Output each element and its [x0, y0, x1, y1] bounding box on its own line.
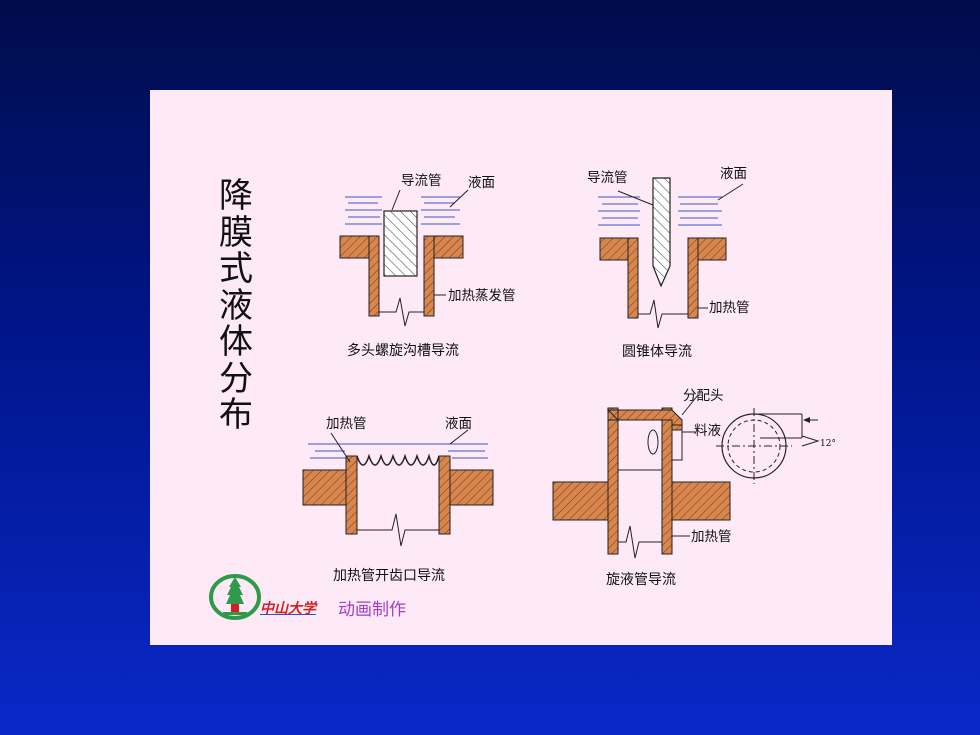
- spiral-groove-insert: [383, 210, 418, 277]
- cone-heating-tube-label: 加热管: [709, 300, 750, 316]
- tube-wall-left: [345, 455, 358, 535]
- notch-caption: 加热管开齿口导流: [333, 568, 445, 584]
- tube-sheet-right: [667, 481, 731, 521]
- notch-diagram: 加热管 液面 加热管开齿口导流: [302, 416, 494, 584]
- groove-heating-tube-label: 加热蒸发管: [448, 288, 516, 304]
- tube-wall-right: [661, 407, 673, 555]
- tube-sheet-left: [552, 481, 609, 521]
- distributor-head: [606, 409, 683, 431]
- swirl-distributor-label: 分配头: [683, 388, 724, 404]
- break-line: [638, 299, 688, 329]
- tube-wall-left: [368, 235, 380, 317]
- swirl-caption: 旋液管导流: [606, 572, 676, 588]
- groove-liquid-level-label: 液面: [468, 175, 495, 191]
- tube-wall-left: [627, 237, 639, 319]
- groove-caption: 多头螺旋沟槽导流: [347, 342, 459, 359]
- tube-wall-right: [423, 235, 435, 317]
- tube-wall-right: [438, 455, 451, 535]
- swirl-heating-tube-label: 加热管: [691, 529, 732, 545]
- slide-panel: 降 膜 式 液 体 分 布: [150, 90, 892, 645]
- tube-sheet-left: [302, 469, 349, 506]
- swirl-feed-label: 料液: [694, 423, 722, 439]
- break-line: [618, 525, 662, 559]
- cone-guide-tube-label: 导流管: [587, 170, 628, 186]
- notch-heating-tube-label: 加热管: [326, 416, 367, 432]
- notched-tube-rim: [356, 453, 440, 466]
- break-line: [357, 513, 439, 547]
- title-char: 体: [219, 322, 253, 362]
- tube-wall-left: [607, 407, 619, 555]
- university-logo: [209, 574, 261, 620]
- slide-title: 降 膜 式 液 体 分 布: [214, 178, 258, 434]
- swirl-diagram: 分配头 料液 加热管 12° 旋液管导流: [552, 388, 836, 588]
- groove-diagram: 导流管 液面 加热蒸发管 多头螺旋沟槽导流: [339, 173, 516, 359]
- title-char: 式: [219, 249, 253, 289]
- liquid-surface-lines: [308, 443, 488, 459]
- title-char: 液: [219, 285, 253, 326]
- distribution-diagrams: 导流管 液面 加热蒸发管 多头螺旋沟槽导流: [302, 166, 836, 588]
- title-char: 降: [219, 176, 253, 216]
- cone-insert: [652, 177, 671, 288]
- tube-wall-right: [687, 237, 699, 319]
- cone-liquid-level-label: 液面: [720, 166, 747, 182]
- notch-liquid-level-label: 液面: [445, 416, 472, 432]
- liquid-surface-lines: [345, 196, 460, 225]
- cone-caption: 圆锥体导流: [622, 344, 692, 360]
- title-char: 分: [219, 358, 253, 399]
- title-char: 布: [219, 395, 253, 435]
- animation-credit: 动画制作: [338, 600, 406, 620]
- title-char: 膜: [219, 212, 253, 253]
- swirl-angle-label: 12°: [820, 439, 836, 449]
- groove-guide-tube-label: 导流管: [401, 173, 442, 189]
- tube-sheet-right: [447, 469, 494, 506]
- feed-inlet: [647, 429, 659, 455]
- university-name: 中山大学: [260, 601, 316, 617]
- cone-diagram: 导流管 液面 加热管 圆锥体导流: [587, 166, 750, 360]
- break-line: [379, 297, 424, 327]
